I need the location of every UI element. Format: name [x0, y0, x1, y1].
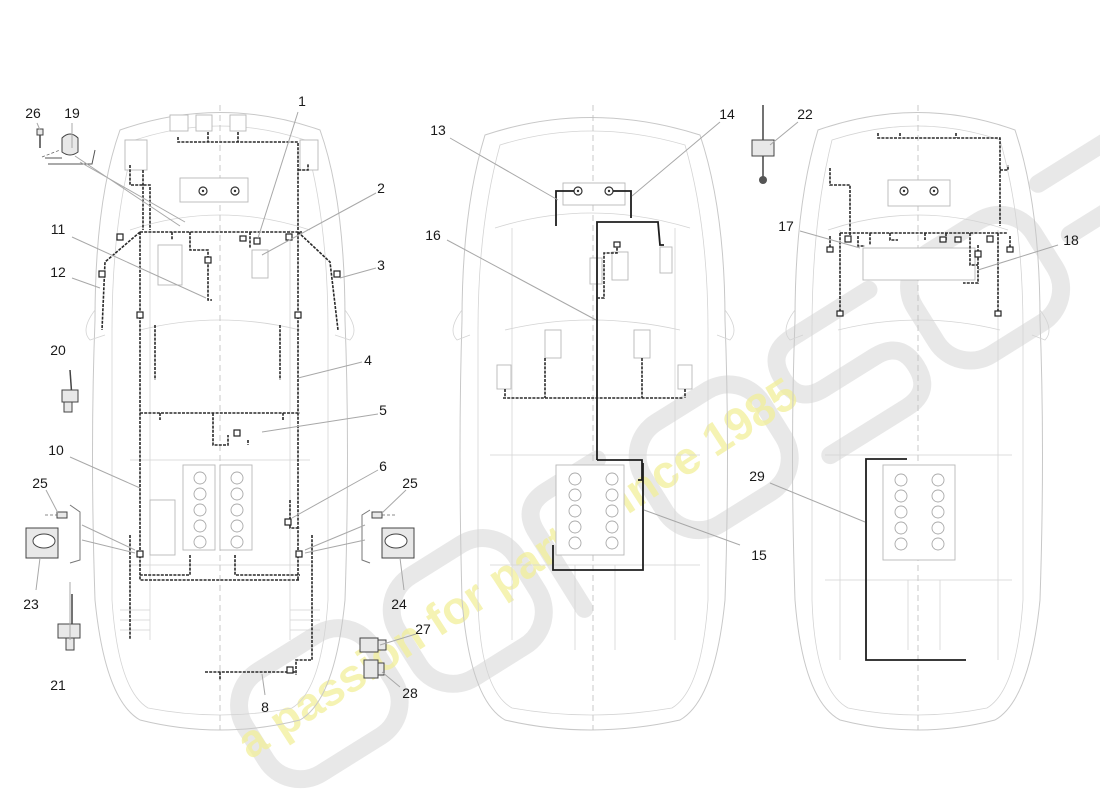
- callout-23: 23: [23, 596, 39, 612]
- leader-lines: [35, 111, 1059, 696]
- engine-block-right: [882, 464, 956, 561]
- part-20-sensor: [61, 369, 79, 413]
- callout-27: 27: [415, 621, 431, 637]
- callout-labels: 1 2 3 4 5 6 8 10 11 12 13 14 15 16 17 18…: [23, 93, 1079, 715]
- part-27-connector: [359, 637, 387, 653]
- callout-16: 16: [425, 227, 441, 243]
- callout-5: 5: [379, 402, 387, 418]
- battery-cable-29: [865, 458, 966, 661]
- callout-11: 11: [51, 221, 66, 237]
- callout-6: 6: [379, 458, 387, 474]
- callout-25-right: 25: [402, 475, 418, 491]
- connectors-left: [98, 233, 341, 674]
- car-right: [785, 105, 1050, 731]
- callout-12: 12: [50, 264, 66, 280]
- engine-block-left: [182, 464, 253, 551]
- callout-1: 1: [298, 93, 306, 109]
- detail-leader-24: [304, 524, 366, 554]
- callout-3: 3: [377, 257, 385, 273]
- detail-leader-23: [81, 524, 136, 554]
- part-21-sensor: [57, 594, 81, 651]
- callout-26: 26: [25, 105, 41, 121]
- harness-middle: [503, 190, 686, 571]
- callout-20: 20: [50, 342, 66, 358]
- callout-15: 15: [751, 547, 767, 563]
- part-28-connector: [363, 659, 385, 679]
- callout-4: 4: [364, 352, 372, 368]
- part-24-bracket: [361, 509, 415, 564]
- callout-13: 13: [430, 122, 446, 138]
- connectors-right: [826, 235, 1014, 317]
- callout-17: 17: [778, 218, 794, 234]
- callout-19: 19: [64, 105, 80, 121]
- part-26-bolt: [36, 128, 61, 158]
- car-middle: [452, 105, 735, 731]
- harness-left: [101, 132, 339, 680]
- callout-21: 21: [50, 677, 66, 693]
- watermark-logo: [230, 116, 1100, 789]
- part-19-bracket: [45, 133, 96, 165]
- callout-14: 14: [719, 106, 735, 122]
- engine-block-middle: [555, 464, 625, 556]
- callout-28: 28: [402, 685, 418, 701]
- harness-right: [829, 133, 1011, 315]
- callout-24: 24: [391, 596, 407, 612]
- part-25-bolts: [45, 511, 396, 519]
- callout-25-left: 25: [32, 475, 48, 491]
- callout-10: 10: [48, 442, 64, 458]
- part-23-bracket: [25, 504, 81, 564]
- callout-8: 8: [261, 699, 269, 715]
- callout-29: 29: [749, 468, 765, 484]
- part-22-antenna-sensor: [751, 105, 775, 184]
- callout-22: 22: [797, 106, 813, 122]
- callout-2: 2: [377, 180, 385, 196]
- callout-18: 18: [1063, 232, 1079, 248]
- detail-leader-19: [74, 155, 186, 227]
